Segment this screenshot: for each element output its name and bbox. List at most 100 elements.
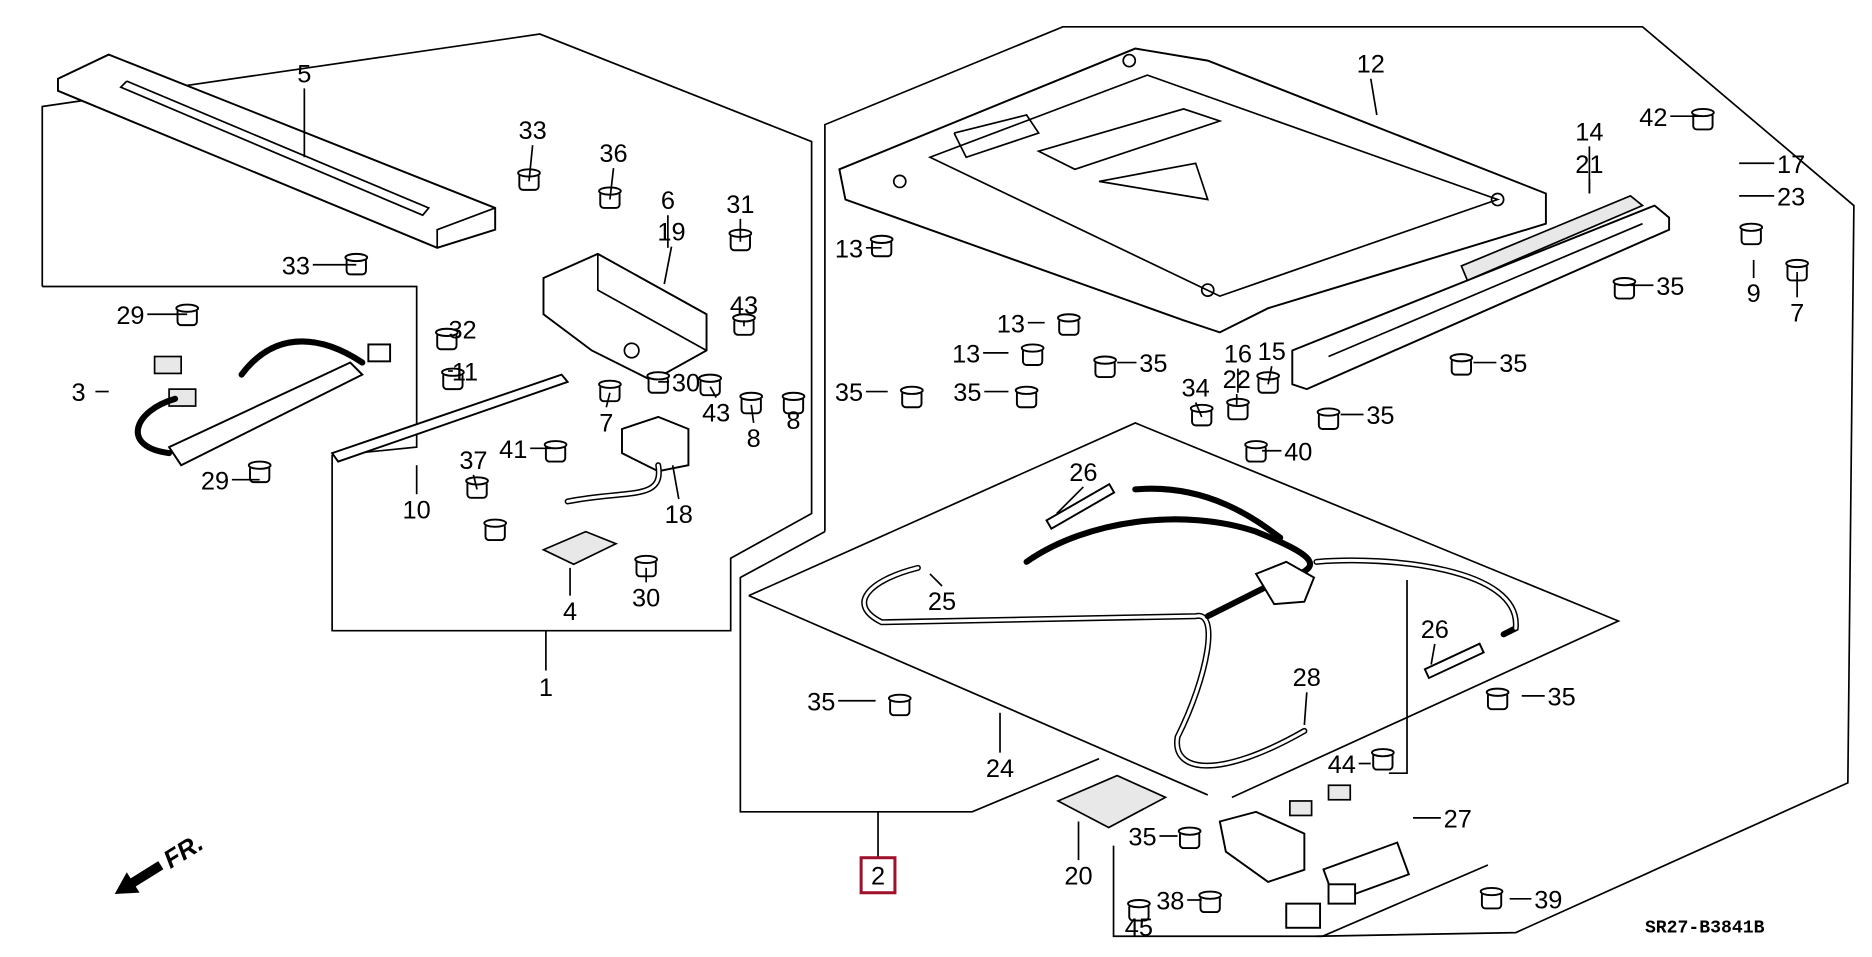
- part-label-1[interactable]: 1: [539, 674, 553, 702]
- part-label-15[interactable]: 15: [1258, 338, 1286, 366]
- leader-line: [1430, 643, 1436, 665]
- part-label-28[interactable]: 28: [1293, 664, 1321, 692]
- part-label-35[interactable]: 35: [1128, 824, 1156, 852]
- fastener: [1612, 277, 1637, 300]
- fastener: [1014, 385, 1039, 409]
- fastener: [646, 371, 671, 394]
- part-label-13[interactable]: 13: [952, 341, 980, 369]
- leader-lines: [95, 78, 1798, 901]
- part-label-44[interactable]: 44: [1328, 751, 1356, 779]
- front-label: FR.: [159, 829, 208, 874]
- part-label-38[interactable]: 38: [1156, 888, 1184, 916]
- part-label-37[interactable]: 37: [459, 447, 487, 475]
- leader-line: [609, 168, 615, 200]
- fastener: [1127, 899, 1151, 922]
- part-label-5[interactable]: 5: [297, 60, 311, 88]
- part-12-seat-frame: [838, 47, 1547, 334]
- fastener: [465, 476, 489, 499]
- part-label-30[interactable]: 30: [632, 585, 660, 613]
- part-5-rail-cover: [57, 53, 497, 249]
- part-label-39[interactable]: 39: [1534, 886, 1562, 914]
- fastener: [1198, 890, 1222, 914]
- part-label-36[interactable]: 36: [599, 140, 627, 168]
- part-label-25[interactable]: 25: [928, 588, 956, 616]
- part-label-35[interactable]: 35: [1656, 273, 1684, 301]
- leader-line: [1369, 78, 1378, 116]
- part-label-32[interactable]: 32: [448, 316, 476, 344]
- part-label-35[interactable]: 35: [1548, 684, 1576, 712]
- part-label-34[interactable]: 34: [1182, 374, 1210, 402]
- leader-line: [605, 392, 611, 408]
- part-label-33[interactable]: 33: [519, 117, 547, 145]
- part-label-43[interactable]: 43: [702, 400, 730, 428]
- part-label-29[interactable]: 29: [116, 302, 144, 330]
- part-label-14[interactable]: 14: [1575, 118, 1603, 146]
- part-2-harness: [861, 482, 1519, 769]
- leader-line: [1303, 692, 1308, 725]
- part-label-21[interactable]: 21: [1575, 151, 1603, 179]
- part-label-13[interactable]: 13: [835, 235, 863, 263]
- part-label-8[interactable]: 8: [747, 425, 761, 453]
- fastener: [887, 693, 912, 717]
- part-label-35[interactable]: 35: [953, 379, 981, 407]
- fastener: [344, 252, 369, 276]
- part-label-10[interactable]: 10: [403, 496, 431, 524]
- leader-line: [709, 386, 717, 398]
- part-label-8[interactable]: 8: [786, 407, 800, 435]
- part-label-7[interactable]: 7: [599, 409, 613, 437]
- part-label-23[interactable]: 23: [1777, 184, 1805, 212]
- fastener: [441, 367, 465, 391]
- leader-line: [929, 573, 943, 587]
- fastener: [781, 391, 806, 415]
- leader-line: [528, 145, 534, 182]
- front-direction-marker: FR.: [114, 829, 208, 894]
- part-label-24[interactable]: 24: [986, 755, 1014, 783]
- part-label-45[interactable]: 45: [1125, 914, 1153, 942]
- part-label-26[interactable]: 26: [1421, 616, 1449, 644]
- part-label-35[interactable]: 35: [1366, 402, 1394, 430]
- part-label-18[interactable]: 18: [665, 501, 693, 529]
- part-label-33[interactable]: 33: [282, 252, 310, 280]
- part-14-21-seat-rail: [1291, 194, 1671, 391]
- part-label-4[interactable]: 4: [563, 598, 577, 626]
- fastener: [1093, 355, 1117, 379]
- part-label-35[interactable]: 35: [807, 688, 835, 716]
- part-label-42[interactable]: 42: [1639, 104, 1667, 132]
- fastener: [1739, 222, 1764, 246]
- part-label-19[interactable]: 19: [657, 219, 685, 247]
- part-label-16[interactable]: 16: [1224, 341, 1252, 369]
- part-label-43[interactable]: 43: [730, 292, 758, 320]
- arrow-icon: [114, 861, 164, 894]
- part-label-26[interactable]: 26: [1069, 459, 1097, 487]
- part-20-pad: [1056, 774, 1168, 829]
- drawing-code: SR27-B3841B: [1645, 919, 1765, 939]
- part-label-40[interactable]: 40: [1284, 438, 1312, 466]
- part-label-6[interactable]: 6: [661, 187, 675, 215]
- group-frame-2: [739, 25, 1855, 938]
- part-label-9[interactable]: 9: [1747, 280, 1761, 308]
- part-label-2[interactable]: 2: [871, 862, 885, 890]
- fastener: [1449, 353, 1474, 376]
- part-label-31[interactable]: 31: [726, 191, 754, 219]
- part-label-13[interactable]: 13: [997, 310, 1025, 338]
- part-label-27[interactable]: 27: [1444, 806, 1472, 834]
- part-label-20[interactable]: 20: [1064, 862, 1092, 890]
- part-label-17[interactable]: 17: [1777, 151, 1805, 179]
- part-label-7[interactable]: 7: [1790, 299, 1804, 327]
- part-label-29[interactable]: 29: [201, 467, 229, 495]
- part-label-22[interactable]: 22: [1223, 366, 1251, 394]
- part-label-41[interactable]: 41: [499, 436, 527, 464]
- fastener: [247, 460, 272, 484]
- part-label-35[interactable]: 35: [1139, 350, 1167, 378]
- part-label-30[interactable]: 30: [672, 370, 700, 398]
- part-label-35[interactable]: 35: [835, 379, 863, 407]
- part-label-35[interactable]: 35: [1499, 350, 1527, 378]
- part-label-3[interactable]: 3: [71, 379, 85, 407]
- fastener: [900, 385, 924, 409]
- fastener: [1057, 313, 1081, 336]
- part-label-11[interactable]: 11: [452, 359, 478, 387]
- part-label-12[interactable]: 12: [1357, 51, 1385, 79]
- fastener: [869, 234, 894, 258]
